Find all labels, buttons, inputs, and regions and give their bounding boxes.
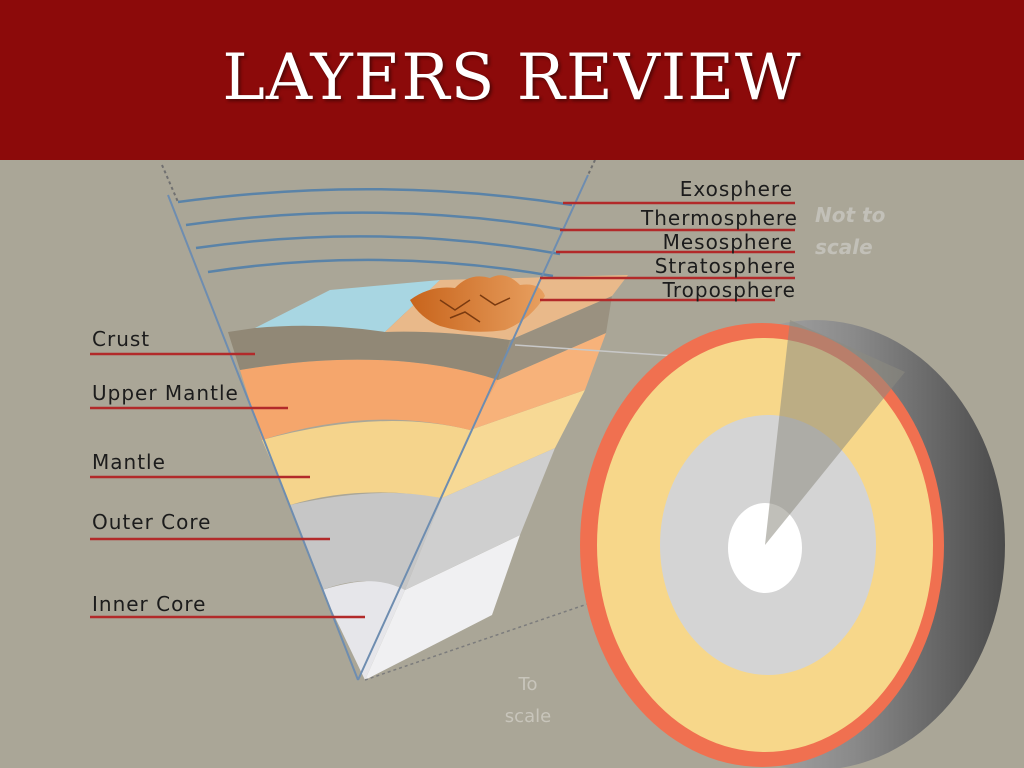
leader-lines [90, 201, 795, 619]
label-upper-mantle: Upper Mantle [92, 381, 239, 405]
mountain-range [410, 275, 545, 332]
atmosphere-scale-note-line1: Not to [815, 203, 886, 227]
ocean-surface [255, 280, 440, 332]
label-outer-core: Outer Core [92, 510, 211, 534]
slide-title: Layers Review [222, 41, 802, 115]
earth-layers-diagram: Crust Upper Mantle Mantle Outer Core Inn… [90, 160, 1005, 768]
title-bar: Layers Review [0, 0, 1024, 160]
label-exosphere: Exosphere [680, 177, 793, 201]
wedge-edges [161, 160, 596, 681]
upper-mantle-layer [240, 359, 498, 440]
mantle-layer [262, 421, 470, 505]
label-crust: Crust [92, 327, 150, 351]
label-troposphere: Troposphere [662, 278, 796, 302]
label-thermosphere: Thermosphere [640, 206, 798, 230]
label-stratosphere: Stratosphere [655, 254, 796, 278]
earth-scale-note-line2: scale [505, 706, 551, 727]
earth-wedge [228, 275, 628, 680]
label-inner-core: Inner Core [92, 592, 206, 616]
atmosphere-arcs [177, 187, 573, 278]
inner-core-layer [322, 581, 405, 680]
label-mesosphere: Mesosphere [663, 230, 793, 254]
earth-sphere [580, 320, 1005, 768]
outer-core-layer [290, 492, 442, 590]
label-mantle: Mantle [92, 450, 166, 474]
atmosphere-scale-note-line2: scale [815, 235, 873, 259]
earth-scale-note-line1: To [518, 674, 538, 695]
